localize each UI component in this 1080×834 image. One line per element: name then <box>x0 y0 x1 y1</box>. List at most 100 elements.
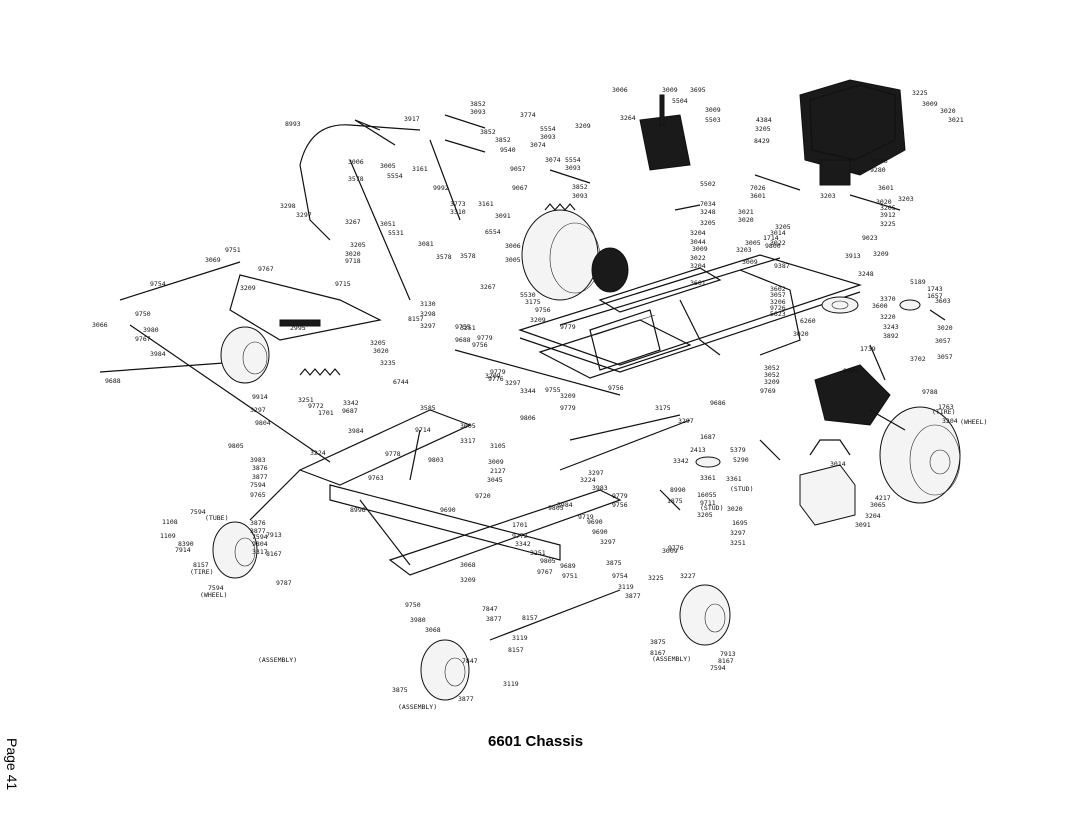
part-callout: 16055 <box>697 491 717 499</box>
part-callout: 3983 <box>592 484 608 492</box>
part-callout: 9755 <box>455 323 471 331</box>
callout-qualifier: (TIRE) <box>932 408 955 416</box>
part-callout: 3342 <box>515 540 531 548</box>
part-callout: 3601 <box>690 279 706 287</box>
part-callout: 3248 <box>858 270 874 278</box>
part-callout: 3917 <box>404 115 420 123</box>
part-callout: 3205 <box>370 339 386 347</box>
part-callout: 3220 <box>880 313 896 321</box>
part-callout: 3297 <box>250 406 266 414</box>
part-callout: 1701 <box>318 409 334 417</box>
pulleys <box>695 296 921 468</box>
part-callout: 9769 <box>760 387 776 395</box>
part-callout: 9800 <box>765 242 781 250</box>
callout-qualifier: (ASSEMBLY) <box>258 656 297 664</box>
part-callout: 9540 <box>500 146 516 154</box>
part-callout: 9726 <box>770 304 786 312</box>
part-callout: 9805 <box>548 504 564 512</box>
part-callout: 3601 <box>878 184 894 192</box>
part-callout: 9756 <box>535 306 551 314</box>
part-callout: 8390 <box>178 540 194 548</box>
part-callout: 5504 <box>672 97 688 105</box>
part-callout: 5502 <box>700 180 716 188</box>
part-callout: 3209 <box>560 392 576 400</box>
part-callout: 3068 <box>460 561 476 569</box>
part-callout: 3225 <box>648 574 664 582</box>
part-callout: 3585 <box>420 404 436 412</box>
part-callout: 9751 <box>562 572 578 580</box>
part-callout: 3021 <box>738 208 754 216</box>
part-callout: 3209 <box>873 250 889 258</box>
part-callout: 9763 <box>368 474 384 482</box>
hydro-pump <box>639 94 691 171</box>
part-callout: 7026 <box>750 184 766 192</box>
part-callout: 3209 <box>764 378 780 386</box>
part-callout: 3876 <box>252 464 268 472</box>
part-callout: 3251 <box>530 549 546 557</box>
part-callout: 3020 <box>793 330 809 338</box>
part-callout: 9720 <box>475 492 491 500</box>
part-callout: 8157 <box>522 614 538 622</box>
part-callout: 9057 <box>510 165 526 173</box>
part-callout: 3317 <box>460 437 476 445</box>
part-callout: 3695 <box>690 86 706 94</box>
part-callout: 3020 <box>876 198 892 206</box>
part-callout: 3980 <box>143 326 159 334</box>
part-callout: 3877 <box>250 527 266 535</box>
part-callout: 3298 <box>420 310 436 318</box>
part-callout: 3052 <box>764 371 780 379</box>
part-callout: 7594 <box>252 533 268 541</box>
part-callout: 9688 <box>105 377 121 385</box>
caster-wheel-left <box>212 521 258 579</box>
part-callout: 9772 <box>512 532 528 540</box>
rear-left-tire <box>521 209 629 301</box>
part-callout: 3020 <box>345 250 361 258</box>
caster-wheel-center <box>420 639 470 701</box>
part-callout: 9992 <box>433 184 449 192</box>
part-callout: 9711 <box>700 499 716 507</box>
part-callout: 3014 <box>830 460 846 468</box>
part-callout: 3876 <box>250 519 266 527</box>
part-callout: 9067 <box>512 184 528 192</box>
part-callout: 3005 <box>460 422 476 430</box>
part-callout: 8993 <box>285 120 301 128</box>
part-callout: 5554 <box>565 156 581 164</box>
part-callout: 3984 <box>557 501 573 509</box>
part-callout: 3009 <box>662 547 678 555</box>
part-callout: 3057 <box>937 353 953 361</box>
part-callout: 3009 <box>705 106 721 114</box>
part-callout: 9772 <box>308 402 324 410</box>
part-callout: 5290 <box>733 456 749 464</box>
part-callout: 3009 <box>662 86 678 94</box>
part-callout: 3600 <box>872 302 888 310</box>
callout-qualifier: (STUD) <box>700 504 723 512</box>
part-callout: 9779 <box>560 404 576 412</box>
part-callout: 7847 <box>482 605 498 613</box>
seat-plate <box>229 274 382 341</box>
part-callout: 9804 <box>255 419 271 427</box>
part-callout: 3852 <box>495 136 511 144</box>
main-frame <box>518 254 862 373</box>
part-callout: 1714 <box>763 234 779 242</box>
transaxle <box>814 364 906 431</box>
part-callout: 9754 <box>612 572 628 580</box>
part-callout: 3006 <box>612 86 628 94</box>
part-callout: 3205 <box>880 204 896 212</box>
part-callout: 2995 <box>290 324 306 332</box>
part-callout: 3161 <box>478 200 494 208</box>
part-callout: 9387 <box>774 262 790 270</box>
part-callout: 3074 <box>530 141 546 149</box>
part-callout: 3130 <box>420 300 436 308</box>
part-callout: 3205 <box>775 223 791 231</box>
part-callout: 3344 <box>520 387 536 395</box>
part-callout: 9687 <box>342 407 358 415</box>
part-callout: 3980 <box>410 616 426 624</box>
part-callout: 1695 <box>732 519 748 527</box>
part-callout: 3224 <box>310 449 326 457</box>
part-callout: 3267 <box>480 283 496 291</box>
part-callout: 9280 <box>870 166 886 174</box>
part-callout: 3093 <box>540 133 556 141</box>
part-callout: 4384 <box>756 116 772 124</box>
part-callout: 8167 <box>718 657 734 665</box>
